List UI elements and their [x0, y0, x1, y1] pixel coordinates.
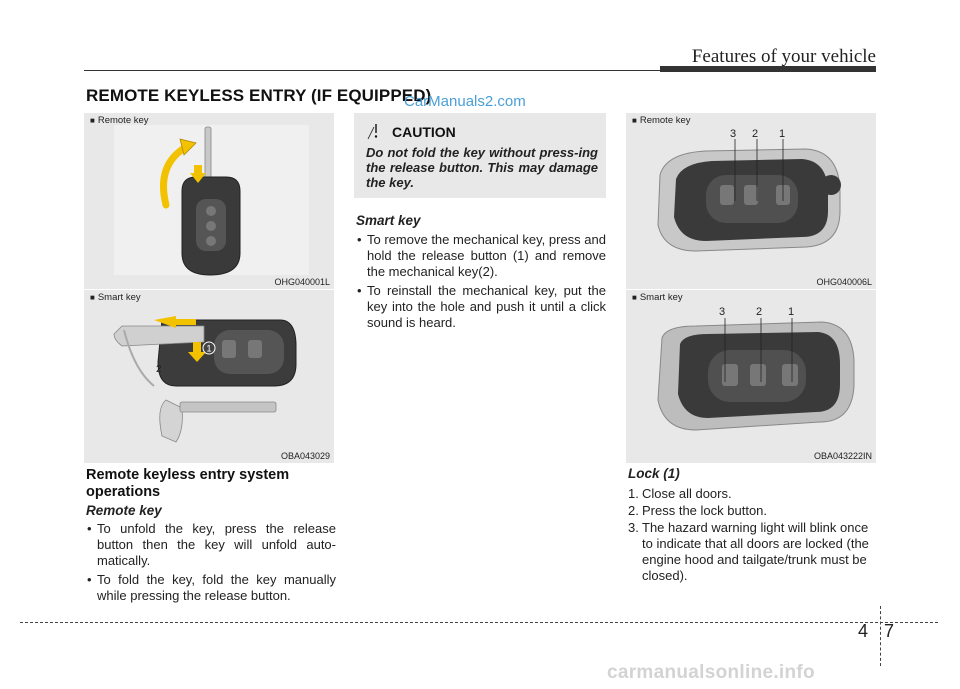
chapter-header-title: Features of your vehicle	[691, 46, 876, 67]
callout-2: 2	[752, 128, 758, 140]
warning-icon	[367, 124, 378, 140]
operations-heading: Remote keyless entry system operations	[86, 467, 290, 500]
list-item: 1.Close all doors.	[628, 486, 732, 501]
caution-title: CAUTION	[392, 124, 456, 140]
figure-code: OHG040001L	[274, 277, 330, 287]
callout-2: 2	[156, 364, 162, 375]
smart-key-instructions: To remove the mechanical key, press and …	[356, 232, 606, 334]
figure-remote-key-fold: ■Remote key OHG040001L	[84, 113, 334, 289]
figure-remote-key-buttons: ■Remote key 3 2 1 OHG040006L	[626, 113, 876, 289]
remote-key-fold-illustration	[114, 125, 309, 276]
figure-label: ■Smart key	[90, 292, 141, 303]
figure-label: ■Remote key	[90, 115, 149, 126]
list-item: 3.The hazard warning light will blink on…	[628, 520, 869, 583]
list-item: To unfold the key, press the release but…	[86, 521, 336, 569]
figure-label: ■Smart key	[632, 292, 683, 303]
watermark-top[interactable]: CarManuals2.com	[404, 93, 526, 110]
subhead-smart-key: Smart key	[356, 213, 421, 228]
header-rule	[84, 70, 660, 71]
figure-code: OBA043029	[280, 451, 330, 461]
subhead-remote-key: Remote key	[86, 503, 162, 518]
callout-3: 3	[719, 306, 725, 318]
watermark-bottom[interactable]: carmanualsonline.info	[607, 662, 815, 683]
footer-rule	[20, 622, 938, 623]
callout-2: 2	[756, 306, 762, 318]
figure-code: OHG040006L	[816, 277, 872, 287]
list-item: To reinstall the mechanical key, put the…	[356, 283, 606, 331]
remote-key-buttons-illustration: 3 2 1	[657, 128, 841, 252]
section-title: REMOTE KEYLESS ENTRY (IF EQUIPPED)	[86, 86, 432, 105]
caution-body: Do not fold the key without press-ing th…	[366, 145, 598, 190]
callout-1: 1	[779, 128, 785, 140]
chapter-number: 4	[858, 621, 869, 641]
list-item: 2.Press the lock button.	[628, 503, 768, 518]
figure-label: ■Remote key	[632, 115, 691, 126]
smart-key-illustration: 1 2	[113, 316, 297, 443]
callout-1: 1	[206, 344, 211, 354]
smart-key-buttons-illustration: 3 2 1	[657, 306, 855, 431]
callout-3: 3	[730, 128, 736, 140]
callout-1: 1	[788, 306, 794, 318]
figure-code: OBA043222IN	[813, 451, 872, 461]
caution-box: CAUTION Do not fold the key without pres…	[354, 113, 606, 198]
page-number: 7	[884, 621, 895, 641]
footer-divider	[880, 606, 881, 666]
header-rule-thick	[660, 66, 876, 72]
subhead-lock: Lock (1)	[628, 466, 680, 481]
figure-smart-key-buttons: ■Smart key 3 2 1 OBA043222IN	[626, 290, 876, 463]
lock-steps: 1.Close all doors. 2.Press the lock butt…	[628, 486, 878, 585]
figure-smart-key: ■Smart key 1 2 OBA043029	[84, 290, 334, 463]
list-item: To fold the key, fold the key manually w…	[86, 572, 336, 604]
list-item: To remove the mechanical key, press and …	[356, 232, 606, 280]
remote-key-instructions: To unfold the key, press the release but…	[86, 521, 336, 607]
